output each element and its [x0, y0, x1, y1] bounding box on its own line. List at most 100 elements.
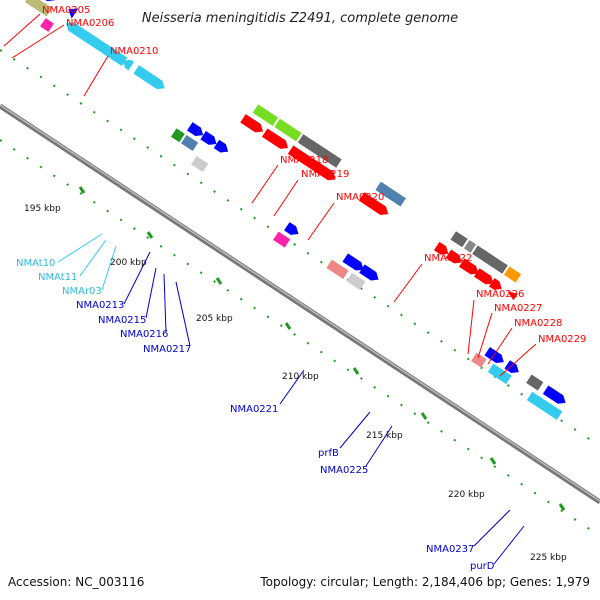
gene-feature-blue[interactable]: [200, 130, 219, 148]
gene-feature-cyan[interactable]: [133, 65, 168, 92]
gene-feature-lightgray[interactable]: [191, 155, 209, 173]
scale-tick: [489, 457, 497, 465]
gene-NMA0222-feature[interactable]: [375, 181, 406, 207]
gene-label[interactable]: NMA0206: [66, 18, 114, 29]
backbone-line: [0, 103, 600, 505]
gene-label[interactable]: NMA0205: [42, 5, 90, 16]
gene-label[interactable]: NMA0218: [280, 155, 328, 166]
gene-NMA0227-feature[interactable]: [463, 240, 477, 253]
scale-tick: [558, 503, 566, 511]
gene-feature-olive[interactable]: [24, 0, 53, 17]
forward-strand-genes: [24, 0, 522, 301]
leader-line: [123, 251, 151, 305]
accession-text: Accession: NC_003116: [8, 575, 144, 589]
gene-feature-blue[interactable]: [65, 4, 79, 19]
gene-label[interactable]: NMAt11: [38, 272, 77, 283]
gene-feature-red[interactable]: [505, 288, 518, 301]
kbp-label: 220 kbp: [448, 490, 485, 500]
gene-NMA0229-feature[interactable]: [503, 266, 522, 283]
gene-prfB-feature[interactable]: [326, 259, 349, 279]
gene-feature-blue[interactable]: [342, 253, 366, 273]
gene-label[interactable]: NMA0222: [424, 253, 472, 264]
gene-feature-blue[interactable]: [187, 122, 206, 139]
reverse-gene-labels: NMA0213 NMA0215 NMA0216 NMA0217 NMA0221 …: [76, 300, 495, 572]
scale-tick: [284, 322, 292, 330]
rna-gene-labels: NMAt10 NMAt11 NMAr03: [16, 258, 102, 297]
gene-label[interactable]: NMA0220: [336, 192, 384, 203]
scale-tick: [146, 231, 154, 239]
leader-line: [57, 233, 103, 263]
gene-label[interactable]: NMAr03: [62, 286, 102, 297]
gene-feature-steel[interactable]: [181, 134, 199, 152]
gene-label[interactable]: NMA0217: [143, 344, 191, 355]
kbp-label: 200 kbp: [110, 258, 147, 268]
gene-label[interactable]: NMA0210: [110, 46, 158, 57]
leader-line: [101, 245, 117, 291]
gene-label[interactable]: NMA0229: [538, 334, 586, 345]
gene-NMA0218-feature[interactable]: [252, 104, 279, 126]
gene-NMA0228-feature[interactable]: [472, 245, 508, 274]
gene-feature-blue[interactable]: [542, 385, 569, 408]
scale-tick: [352, 367, 360, 375]
gene-feature-red[interactable]: [489, 278, 505, 293]
leader-line: [83, 55, 109, 97]
gene-NMA0220-feature[interactable]: [297, 134, 342, 168]
gene-feature-blue[interactable]: [284, 222, 301, 238]
leader-line: [307, 202, 335, 241]
forward-gene-labels: NMA0205 NMA0206 NMA0210 NMA0218 NMA0219 …: [42, 5, 586, 345]
gene-NMA0225-feature[interactable]: [346, 272, 366, 290]
gene-feature-blue[interactable]: [484, 346, 506, 366]
gene-label[interactable]: NMA0227: [494, 303, 542, 314]
leader-line: [467, 299, 475, 355]
leader-line: [279, 369, 305, 405]
gene-feature-red[interactable]: [433, 241, 451, 258]
gene-NMA0226-feature[interactable]: [450, 231, 468, 248]
gene-feature-gray[interactable]: [526, 374, 544, 391]
gene-feature-red[interactable]: [445, 249, 465, 267]
gene-label[interactable]: purD: [470, 561, 495, 572]
gene-feature-red[interactable]: [358, 192, 391, 218]
inner-guide-track: [0, 139, 600, 537]
gene-label[interactable]: NMA0226: [476, 289, 524, 300]
outer-guide-track: [0, 49, 600, 447]
kbp-labels: 195 kbp 200 kbp 205 kbp 210 kbp 215 kbp …: [24, 204, 567, 563]
gene-feature-blue[interactable]: [504, 360, 521, 376]
gene-feature-cyan[interactable]: [526, 391, 563, 420]
gene-feature-red[interactable]: [474, 268, 496, 287]
gene-NMA0221-feature[interactable]: [273, 231, 291, 248]
leader-line: [499, 343, 537, 377]
gene-label[interactable]: NMA0237: [426, 544, 474, 555]
gene-NMA0237-feature[interactable]: [471, 352, 487, 368]
gene-feature-red[interactable]: [261, 128, 291, 152]
gene-feature-blue[interactable]: [359, 264, 381, 283]
gene-feature-magenta[interactable]: [40, 18, 54, 32]
gene-label[interactable]: NMAt10: [16, 258, 55, 269]
leader-lines: [3, 13, 537, 565]
gene-label[interactable]: NMA0221: [230, 404, 278, 415]
kbp-label: 195 kbp: [24, 204, 61, 214]
scale-tick: [420, 412, 428, 420]
gene-feature-cyan[interactable]: [63, 19, 128, 66]
gene-label[interactable]: NMA0215: [98, 315, 146, 326]
gene-NMA0219-feature[interactable]: [274, 118, 302, 142]
gene-label[interactable]: prfB: [318, 448, 339, 459]
gene-label[interactable]: NMA0225: [320, 465, 368, 476]
gene-label[interactable]: NMA0219: [301, 169, 349, 180]
kbp-label: 205 kbp: [196, 314, 233, 324]
gene-feature-red[interactable]: [458, 258, 481, 277]
reverse-strand-genes: [170, 122, 569, 420]
gene-label[interactable]: NMA0213: [76, 300, 124, 311]
gene-feature-red[interactable]: [240, 114, 266, 136]
gene-purD-feature[interactable]: [487, 363, 512, 385]
kbp-label: 225 kbp: [530, 553, 567, 563]
gene-label[interactable]: NMA0216: [120, 329, 168, 340]
gene-feature-green[interactable]: [170, 128, 185, 143]
gene-feature-cyan[interactable]: [120, 56, 134, 71]
leader-line: [175, 281, 191, 347]
gene-feature-blue[interactable]: [213, 139, 231, 156]
gene-label[interactable]: NMA0228: [514, 318, 562, 329]
leader-line: [339, 411, 371, 449]
gene-feature-red[interactable]: [287, 145, 339, 184]
